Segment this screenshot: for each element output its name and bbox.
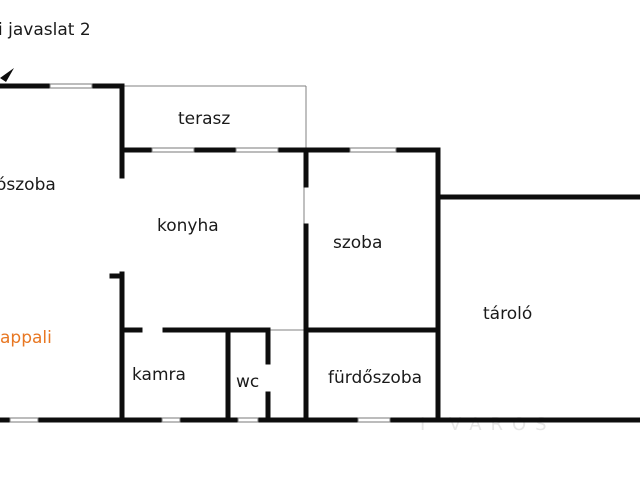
room-label-wc: wc [236,372,259,392]
windows [9,83,397,423]
room-label-konyha: konyha [157,216,219,236]
room-label-nappali-top: ószoba [0,175,56,195]
room-label-nappali: appali [0,328,52,348]
entrance-marker-icon [0,68,14,82]
walls [0,83,640,423]
room-label-kamra: kamra [132,365,186,385]
room-label-terasz: terasz [178,109,230,129]
room-label-furdoszoba: fürdőszoba [328,368,422,388]
room-label-szoba: szoba [333,233,382,253]
plan-title: i javaslat 2 [0,20,91,40]
room-label-tarolo: tároló [483,304,532,324]
